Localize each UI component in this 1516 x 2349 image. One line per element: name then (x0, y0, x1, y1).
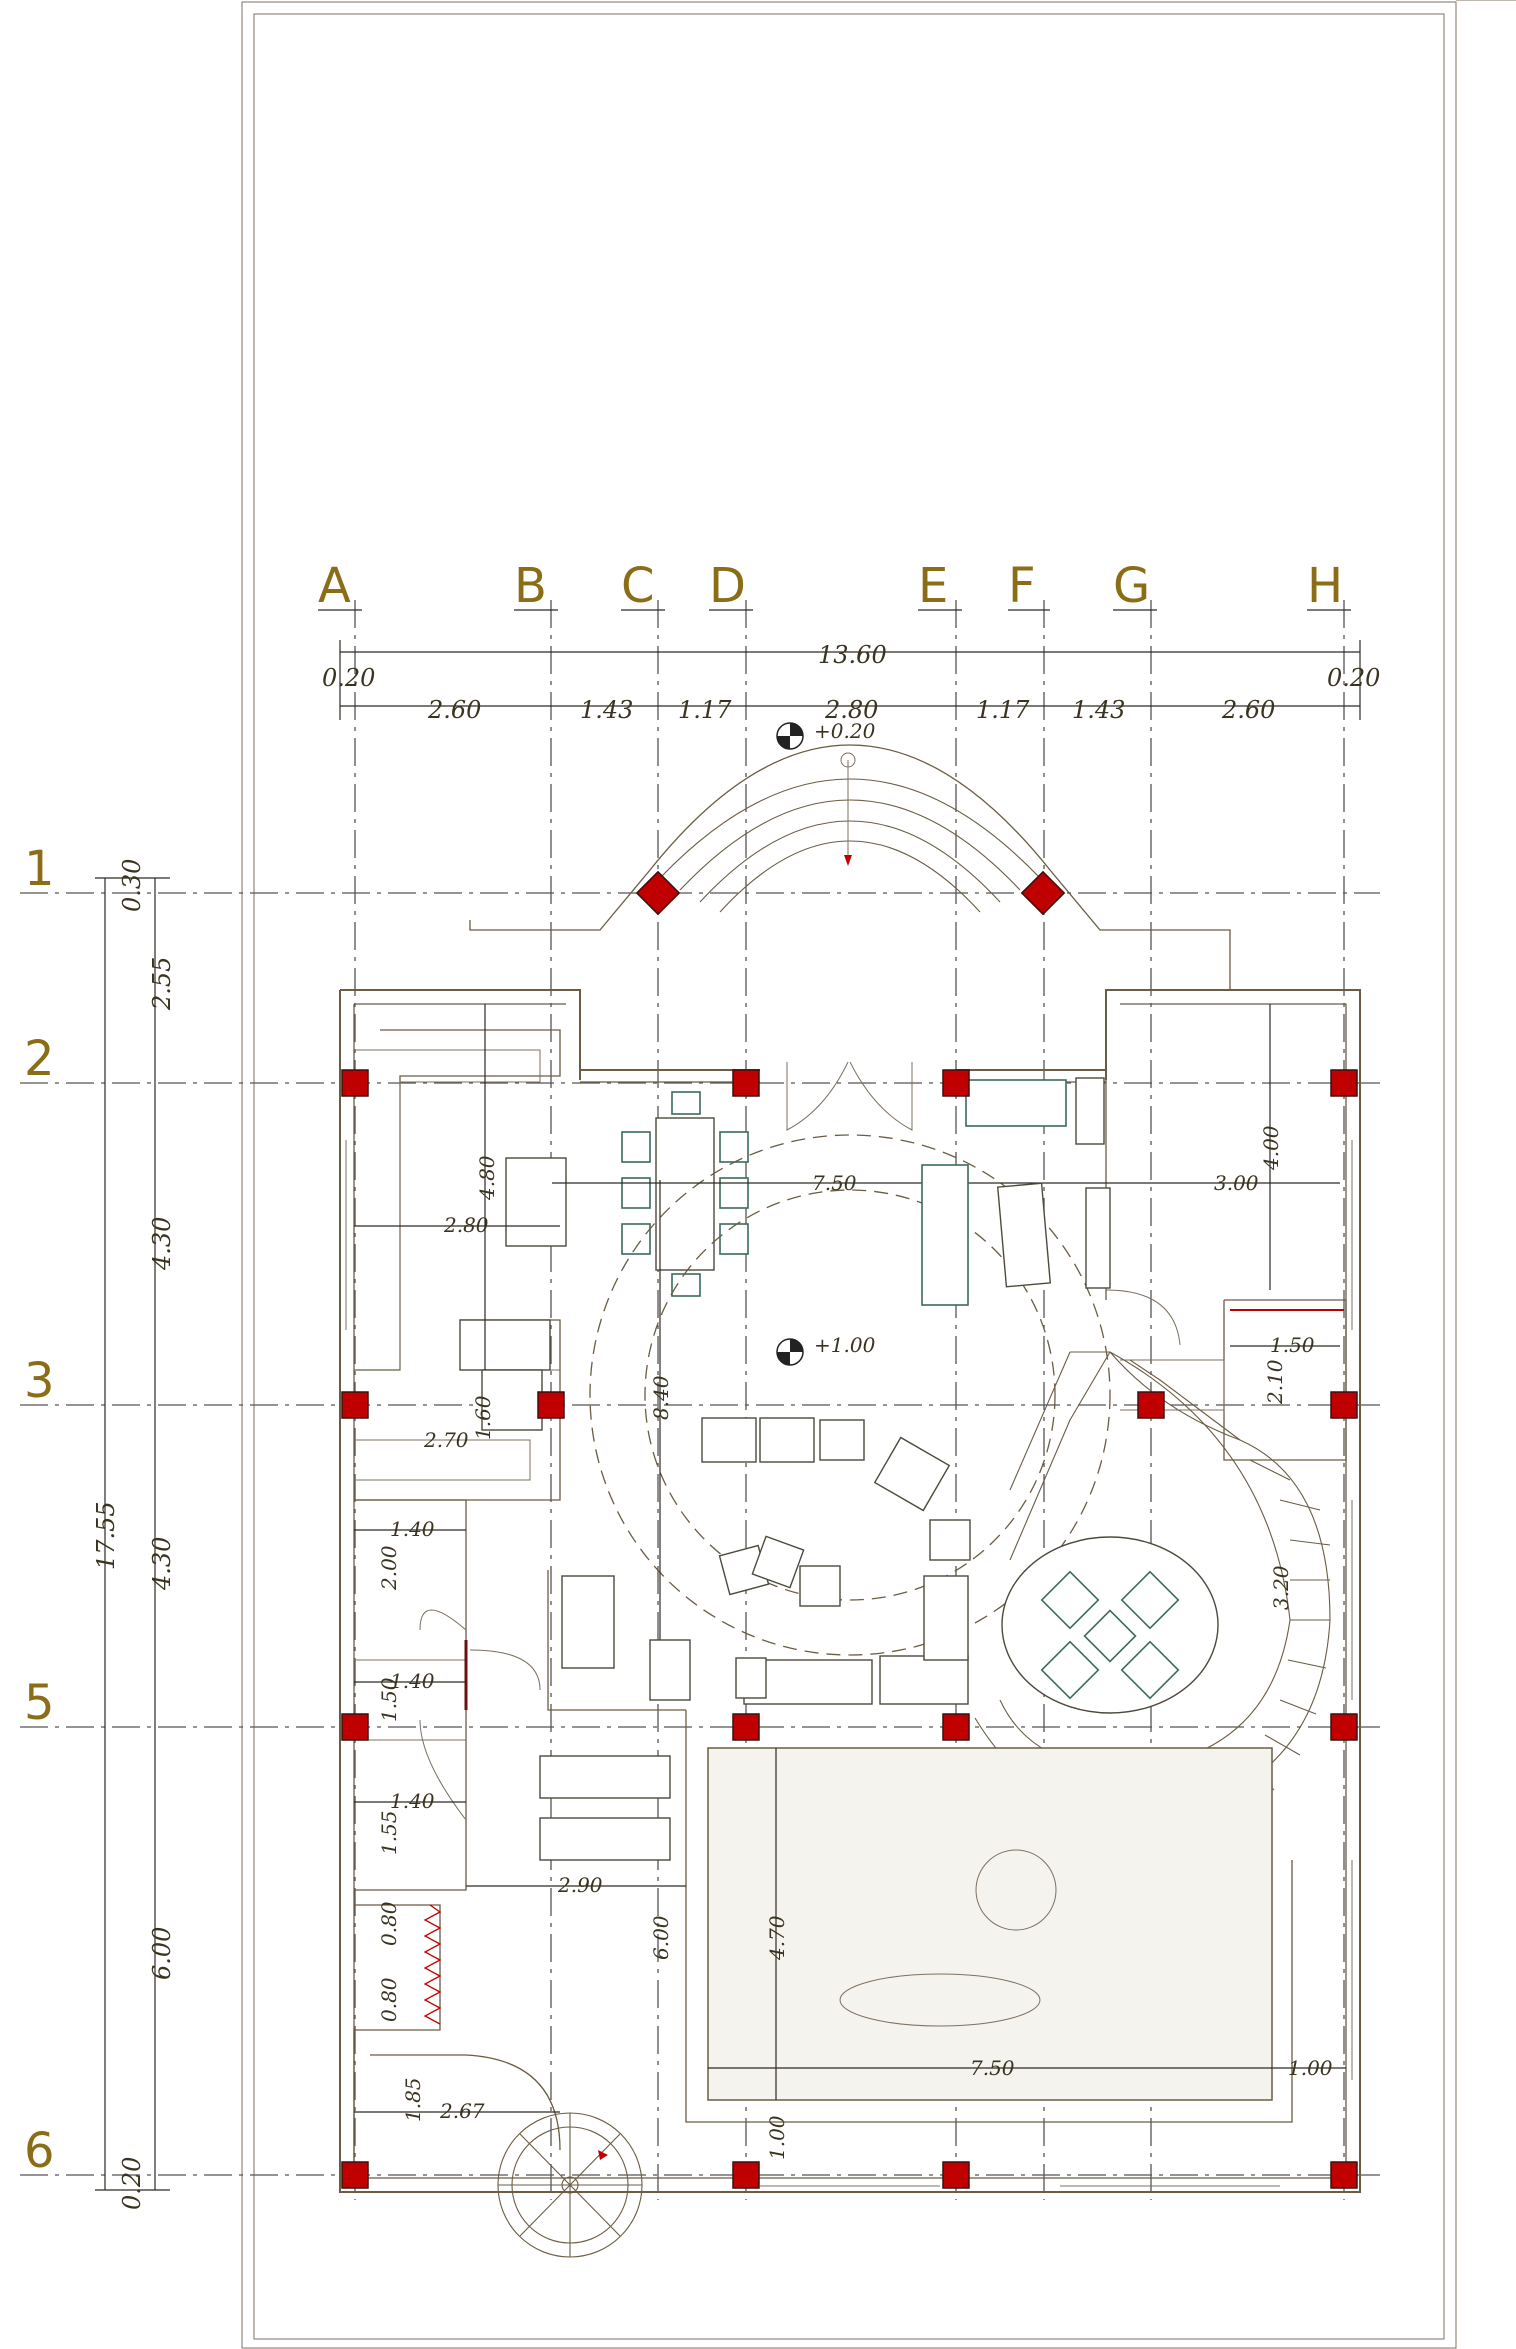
level-marker-entrance: +0.20 (776, 719, 876, 750)
dim-row-seg-5: 6.00 (148, 1927, 176, 1980)
dim-spiral-h: 1.85 (401, 2077, 425, 2122)
dim-pool-w: 7.50 (970, 2056, 1015, 2080)
grid-label-B: B (514, 558, 547, 614)
dim-edge-right: 0.20 (1327, 664, 1380, 692)
dim-lower-left-w: 2.70 (423, 1428, 469, 1452)
spiral-staircase (370, 2054, 643, 2258)
dim-service-w: 1.50 (1270, 1333, 1315, 1357)
dim-living-circle: 7.50 (812, 1171, 857, 1195)
property-boundary (241, 0, 1516, 2349)
dim-kitchen-w: 2.80 (443, 1213, 489, 1237)
loungers (539, 1755, 671, 1861)
dim-pool-gap: 1.00 (1288, 2056, 1333, 2080)
entrance-column-right (1020, 870, 1066, 916)
grid-row-labels: 1 2 3 5 6 (24, 841, 55, 2179)
dim-stair-h: 3.20 (1269, 1565, 1293, 1610)
dim-wc3-w: 1.40 (390, 1789, 435, 1813)
dim-overall-depth: 17.55 (92, 1501, 120, 1570)
dim-spiral-w: 2.67 (439, 2099, 485, 2123)
grid-label-A: A (318, 558, 351, 614)
dim-bay-4: 2.80 (824, 696, 878, 724)
dim-wc2-h: 1.50 (377, 1677, 401, 1722)
grid-label-2: 2 (24, 1031, 55, 1087)
dim-bay-6: 1.43 (1072, 696, 1125, 724)
dim-bay-5: 1.17 (976, 696, 1030, 724)
dim-lower-left-h: 1.60 (471, 1395, 495, 1440)
grid-label-6: 6 (24, 2123, 55, 2179)
dim-overall-width: 13.60 (818, 641, 887, 669)
dim-closet-2: 0.80 (377, 1977, 401, 2022)
left-dimensions: 17.55 0.30 2.55 4.30 4.30 6.00 0.20 (92, 859, 176, 2210)
dim-right-room-h: 4.00 (1259, 1125, 1283, 1171)
grid-label-1: 1 (24, 841, 55, 897)
doors (419, 1061, 1181, 1821)
dim-row-seg-6: 0.20 (118, 2157, 146, 2210)
grid-label-H: H (1307, 558, 1343, 614)
dim-bay-3: 1.17 (678, 696, 732, 724)
interior-dimensions: 7.50 3.00 4.00 2.80 4.80 8.40 2.70 1.60 … (354, 1004, 1346, 2160)
kitchen (354, 1049, 567, 1431)
dim-right-room-w: 3.00 (1214, 1171, 1259, 1195)
dim-wc1-h: 2.00 (377, 1545, 401, 1591)
dim-edge-left: 0.20 (322, 664, 375, 692)
svg-text:+1.00: +1.00 (814, 1333, 876, 1357)
dim-pool-h: 4.70 (765, 1915, 789, 1961)
closet (423, 1904, 442, 2025)
grid-column-labels: A B C D E F G H (318, 558, 1351, 614)
grid-label-5: 5 (24, 1675, 55, 1731)
dim-row-seg-1: 0.30 (118, 859, 146, 912)
grid-label-G: G (1113, 558, 1150, 614)
grid-label-3: 3 (24, 1353, 55, 1409)
dim-row-seg-4: 4.30 (148, 1537, 176, 1591)
dim-kitchen-h: 4.80 (475, 1155, 499, 1201)
dim-bay-1: 2.60 (427, 696, 481, 724)
svg-text:+0.20: +0.20 (814, 719, 876, 743)
dim-wc3-h: 1.55 (377, 1810, 401, 1855)
level-marker-living: +1.00 (776, 1333, 876, 1366)
dim-wc2-w: 1.40 (390, 1669, 435, 1693)
dim-wc1-w: 1.40 (390, 1517, 435, 1541)
grid-label-D: D (709, 558, 746, 614)
dim-sauna-w: 2.90 (557, 1873, 603, 1897)
dim-service-h: 2.10 (1263, 1359, 1287, 1405)
dim-bay-2: 1.43 (580, 696, 633, 724)
entrance-steps (469, 744, 1231, 990)
dim-central-height: 8.40 (649, 1375, 673, 1420)
dim-row-seg-2: 2.55 (148, 957, 176, 1011)
dining-table (621, 1091, 749, 1297)
dim-bay-7: 2.60 (1221, 696, 1275, 724)
entrance-column-left (635, 870, 681, 916)
top-dimensions: 13.60 0.20 0.20 2.60 1.43 1.17 2.80 1.17… (322, 640, 1380, 724)
living-area (552, 1077, 1111, 1705)
dim-pool-bottom: 1.00 (765, 2115, 789, 2160)
pool (707, 1747, 1273, 2101)
grid-label-E: E (918, 558, 948, 614)
structural-columns (341, 1069, 1358, 2189)
dim-row-seg-3: 4.30 (148, 1217, 176, 1271)
dim-lower-h: 6.00 (649, 1915, 673, 1960)
grid-label-C: C (621, 558, 655, 614)
grid-label-F: F (1008, 558, 1036, 614)
dim-closet-1: 0.80 (377, 1901, 401, 1946)
main-staircase (974, 1351, 1331, 1819)
